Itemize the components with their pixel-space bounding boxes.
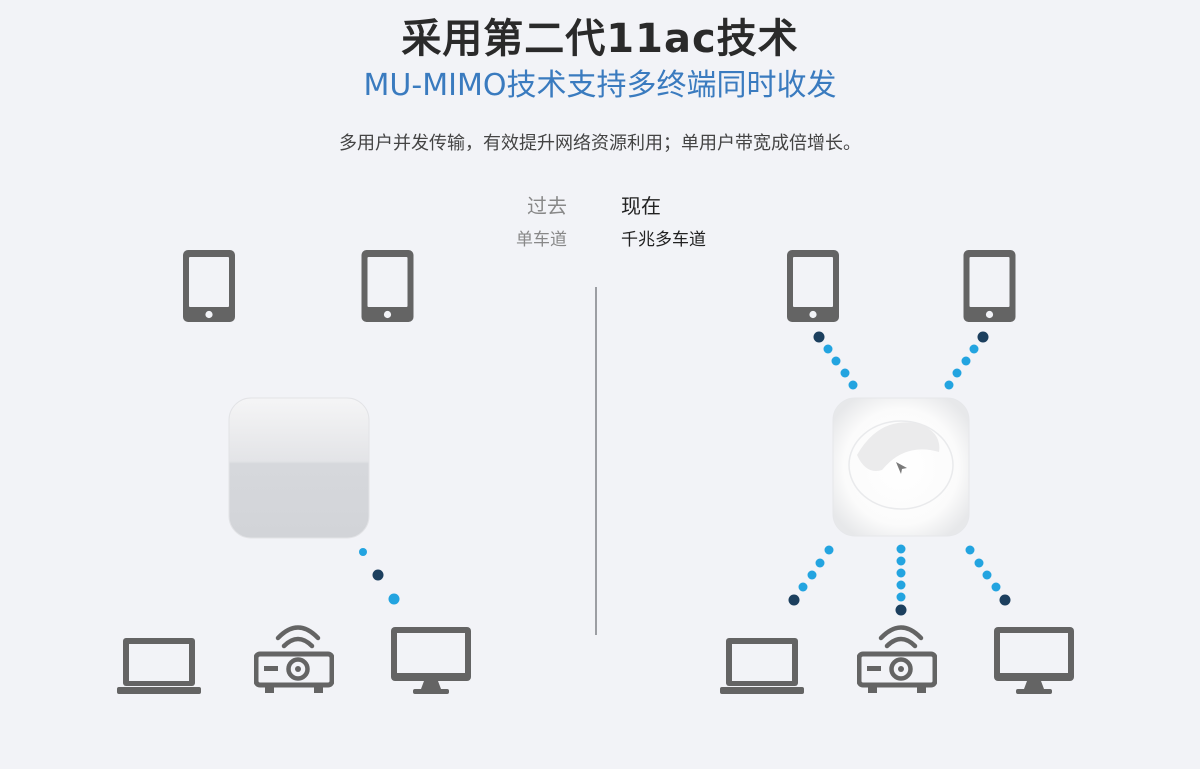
signal-dots-single-lane — [359, 548, 400, 605]
projector-icon — [256, 628, 332, 694]
laptop-icon — [117, 638, 201, 694]
laptop-icon — [720, 638, 804, 694]
section-divider — [595, 287, 597, 635]
page-subtitle: MU-MIMO技术支持多终端同时收发 — [363, 68, 837, 103]
signal-dots-multi-lane — [788, 331, 1011, 616]
now-label: 现在 — [621, 194, 661, 218]
tablet-icon — [963, 250, 1016, 322]
router-icon — [228, 397, 370, 539]
past-label: 过去 — [527, 194, 567, 218]
phone-icon — [183, 250, 235, 322]
router-icon — [832, 397, 970, 537]
now-sublabel: 千兆多车道 — [621, 230, 706, 250]
monitor-icon — [391, 627, 471, 694]
tablet-icon — [361, 250, 414, 322]
projector-icon — [859, 628, 935, 694]
monitor-icon — [994, 627, 1074, 694]
phone-icon — [787, 250, 839, 322]
page-description: 多用户并发传输，有效提升网络资源利用；单用户带宽成倍增长。 — [339, 133, 861, 154]
page-title: 采用第二代11ac技术 — [401, 16, 799, 62]
past-sublabel: 单车道 — [516, 230, 567, 250]
